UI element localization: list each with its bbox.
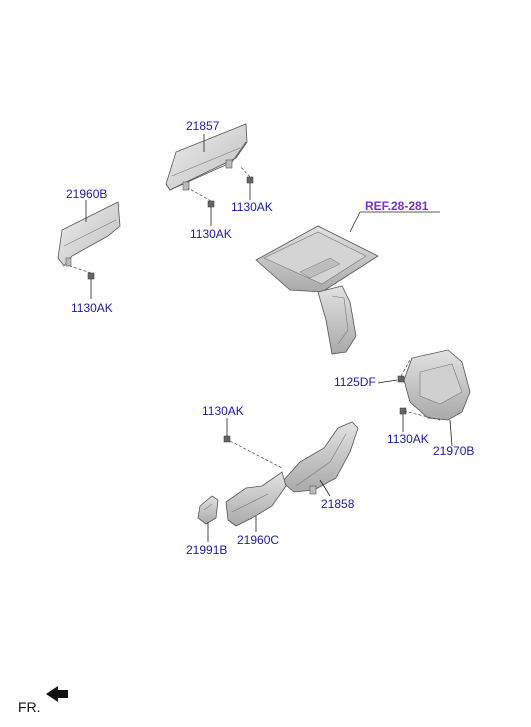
label-1125df[interactable]: 1125DF bbox=[334, 375, 376, 389]
part-21991b bbox=[197, 495, 219, 525]
label-1130ak-a[interactable]: 1130AK bbox=[231, 200, 273, 214]
label-21991b[interactable]: 21991B bbox=[186, 543, 228, 557]
front-arrow-icon bbox=[46, 686, 68, 702]
label-1130ak-b[interactable]: 1130AK bbox=[190, 227, 232, 241]
part-21970b bbox=[403, 349, 471, 421]
label-1130ak-d[interactable]: 1130AK bbox=[387, 432, 429, 446]
label-21960c[interactable]: 21960C bbox=[237, 533, 280, 547]
part-21960b bbox=[57, 201, 121, 267]
part-21857 bbox=[165, 123, 248, 191]
bolt-1130ak-c bbox=[87, 272, 95, 280]
part-ref-28-281 bbox=[255, 225, 379, 355]
ref-link-28-281[interactable]: REF.28-281 bbox=[365, 199, 429, 213]
bolt-1125df bbox=[397, 375, 405, 383]
leader-lines bbox=[85, 134, 453, 542]
part-21858 bbox=[281, 421, 359, 495]
label-21858[interactable]: 21858 bbox=[321, 497, 355, 511]
bolt-1130ak-e bbox=[223, 435, 231, 443]
label-21970b[interactable]: 21970B bbox=[433, 444, 475, 458]
assembly-lines bbox=[69, 165, 441, 469]
bolt-1130ak-a bbox=[246, 176, 254, 184]
front-label: FR. bbox=[18, 699, 41, 715]
label-1130ak-c[interactable]: 1130AK bbox=[71, 301, 113, 315]
part-21960c bbox=[225, 471, 287, 527]
label-21960b[interactable]: 21960B bbox=[66, 187, 108, 201]
label-21857[interactable]: 21857 bbox=[186, 119, 220, 133]
label-1130ak-e[interactable]: 1130AK bbox=[202, 404, 244, 418]
bolt-1130ak-b bbox=[207, 200, 215, 208]
